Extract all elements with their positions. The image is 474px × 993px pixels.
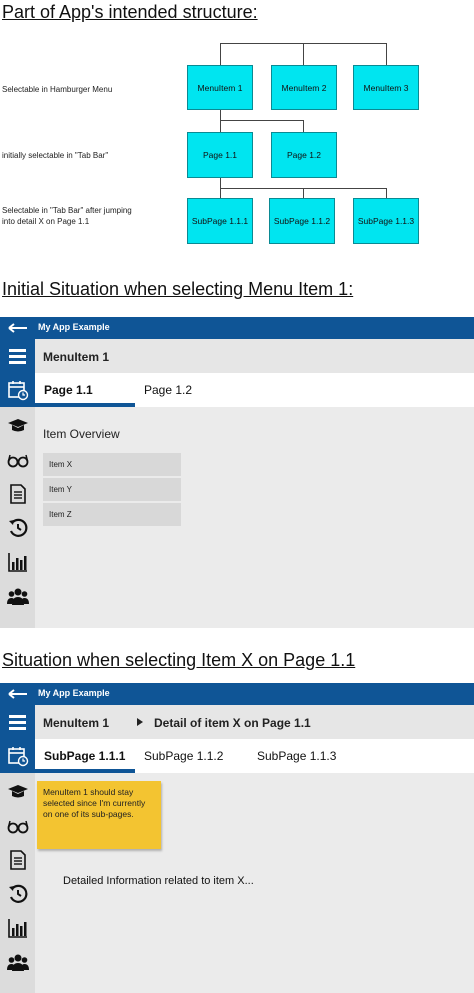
content-title: Item Overview	[43, 427, 120, 441]
list-item-y[interactable]: Item Y	[43, 478, 181, 501]
diagram-heading: Part of App's intended structure:	[2, 2, 258, 22]
graduation-cap-icon[interactable]	[7, 781, 29, 803]
tab-subpage-1-1-1[interactable]: SubPage 1.1.1	[44, 749, 126, 763]
breadcrumb-detail: Detail of item X on Page 1.1	[154, 716, 311, 730]
hamburger-menu-button[interactable]	[0, 339, 35, 373]
sidebar-item-calendar[interactable]	[0, 739, 35, 773]
app-title-bar: My App Example	[0, 683, 474, 705]
tab-page-1-1[interactable]: Page 1.1	[44, 383, 93, 397]
selected-tab-indicator	[35, 403, 135, 407]
diagram-box-subpage-1-1-3: SubPage 1.1.3	[353, 198, 419, 244]
users-icon[interactable]	[7, 951, 29, 973]
diagram-box-page-1-2: Page 1.2	[271, 132, 337, 178]
section1-heading: Initial Situation when selecting Menu It…	[2, 279, 354, 299]
diagram-box-subpage-1-1-2: SubPage 1.1.2	[269, 198, 335, 244]
list-item-x[interactable]: Item X	[43, 453, 181, 476]
list-item-z[interactable]: Item Z	[43, 503, 181, 526]
app-mockup-detail: My App Example MenuItem 1 Detail of item…	[0, 683, 474, 993]
app-title: My App Example	[38, 322, 110, 332]
history-icon[interactable]	[7, 883, 29, 905]
graduation-cap-icon[interactable]	[7, 415, 29, 437]
row-label-tabbar: initially selectable in "Tab Bar"	[2, 151, 109, 160]
row-label-hamburger: Selectable in Hamburger Menu	[2, 85, 113, 94]
annotation-note: MenuItem 1 should stay selected since I'…	[37, 781, 161, 849]
connector	[220, 110, 221, 132]
tab-page-1-2[interactable]: Page 1.2	[144, 383, 193, 397]
diagram-box-menuitem-1: MenuItem 1	[187, 65, 253, 110]
users-icon[interactable]	[7, 585, 29, 607]
diagram-box-subpage-1-1-1: SubPage 1.1.1	[187, 198, 253, 244]
breadcrumb-menuitem[interactable]: MenuItem 1	[43, 716, 110, 730]
tab-bar: SubPage 1.1.1 SubPage 1.1.2 SubPage 1.1.…	[35, 739, 474, 773]
glasses-icon[interactable]	[7, 815, 29, 837]
tab-subpage-1-1-3[interactable]: SubPage 1.1.3	[257, 749, 337, 763]
connector	[386, 188, 387, 198]
app-title: My App Example	[38, 688, 110, 698]
connector	[220, 120, 304, 121]
calendar-icon	[8, 747, 29, 767]
connector	[303, 43, 304, 65]
app-mockup-initial: My App Example MenuItem 1 Page 1.1 Page …	[0, 317, 474, 628]
diagram-box-menuitem-2: MenuItem 2	[271, 65, 337, 110]
tab-subpage-1-1-2[interactable]: SubPage 1.1.2	[144, 749, 224, 763]
hamburger-menu-button[interactable]	[0, 705, 35, 739]
nav-bar: MenuItem 1	[35, 339, 474, 373]
connector	[303, 120, 304, 132]
selected-tab-indicator	[35, 769, 135, 773]
nav-bar: MenuItem 1 Detail of item X on Page 1.1	[35, 705, 474, 739]
glasses-icon[interactable]	[7, 449, 29, 471]
bar-chart-icon[interactable]	[7, 917, 29, 939]
connector	[220, 43, 221, 65]
app-title-bar: My App Example	[0, 317, 474, 339]
sidebar-item-calendar[interactable]	[0, 373, 35, 407]
diagram-box-menuitem-3: MenuItem 3	[353, 65, 419, 110]
tab-bar: Page 1.1 Page 1.2	[35, 373, 474, 407]
connector	[303, 188, 304, 198]
content-area: MenuItem 1 should stay selected since I'…	[35, 773, 474, 993]
connector	[386, 43, 387, 65]
document-icon[interactable]	[7, 483, 29, 505]
calendar-icon	[8, 381, 29, 401]
history-icon[interactable]	[7, 517, 29, 539]
breadcrumb-chevron-icon	[137, 718, 143, 726]
section2-heading: Situation when selecting Item X on Page …	[2, 650, 356, 670]
detail-text: Detailed Information related to item X..…	[63, 875, 254, 887]
back-arrow-icon[interactable]	[8, 689, 28, 699]
diagram-box-page-1-1: Page 1.1	[187, 132, 253, 178]
menu-title: MenuItem 1	[43, 350, 110, 364]
content-area: Item Overview Item X Item Y Item Z	[35, 407, 474, 628]
row-label-tabbar-detail: Selectable in "Tab Bar" after jumping in…	[2, 206, 132, 226]
document-icon[interactable]	[7, 849, 29, 871]
back-arrow-icon[interactable]	[8, 323, 28, 333]
bar-chart-icon[interactable]	[7, 551, 29, 573]
